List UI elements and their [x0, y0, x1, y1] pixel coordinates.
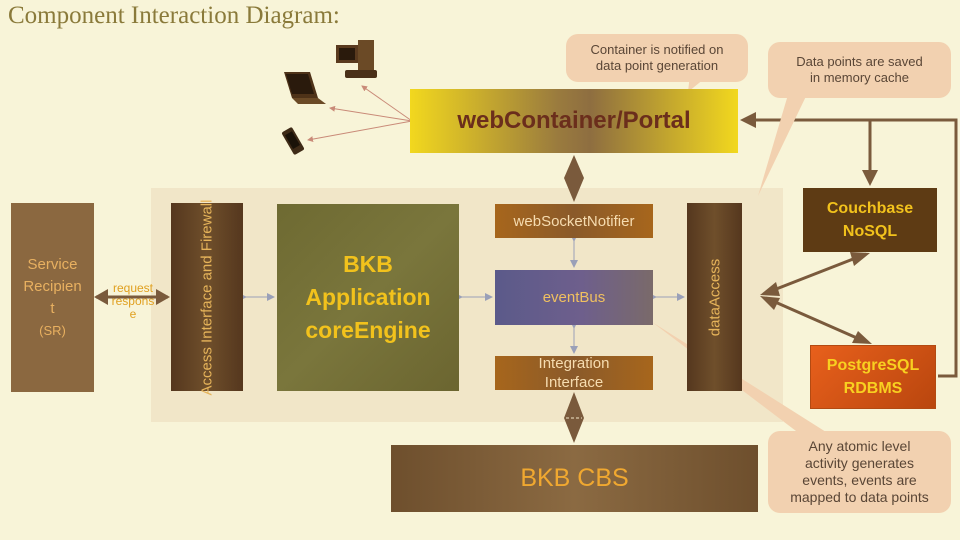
couchbase-box: Couchbase NoSQL — [803, 188, 937, 252]
core-line3: coreEngine — [305, 317, 431, 343]
sr-label-line3: t — [50, 299, 55, 317]
websocket-notifier-label: webSocketNotifier — [513, 212, 635, 230]
diagram-title: Component Interaction Diagram: — [8, 2, 340, 29]
portal-box: webContainer/Portal — [410, 89, 738, 153]
sr-label-line1: Service — [27, 255, 78, 273]
couch-line2: NoSQL — [842, 223, 898, 240]
c2-line1: Data points are saved — [796, 54, 923, 69]
callout-atomic-events: Any atomic level activity generates even… — [768, 431, 951, 513]
portal-label: webContainer/Portal — [457, 107, 691, 134]
integration-interface-box: Integration Interface — [495, 355, 653, 391]
c3-line2: activity generates — [805, 455, 914, 471]
pg-line2: RDBMS — [843, 380, 903, 397]
websocket-notifier-box: webSocketNotifier — [495, 204, 653, 238]
cbs-box: BKB CBS — [391, 445, 758, 512]
c1-line1: Container is notified on — [590, 42, 724, 57]
application-panel — [151, 188, 783, 422]
mobile-phone-icon — [282, 127, 304, 155]
access-interface-box: Access Interface and Firewall — [171, 199, 243, 395]
access-interface-label: Access Interface and Firewall — [198, 199, 216, 395]
request-response-label: request respons e — [102, 282, 164, 321]
integ-line1: Integration — [538, 355, 610, 372]
callout-container-notified: Container is notified on data point gene… — [566, 34, 748, 82]
data-access-label: dataAccess — [706, 258, 724, 336]
req-line3: e — [129, 307, 137, 321]
service-recipient-box: Service Recipien t (SR) — [11, 203, 94, 392]
c3-line4: mapped to data points — [790, 489, 929, 505]
event-bus-box: eventBus — [495, 270, 653, 325]
event-bus-label: eventBus — [542, 289, 606, 306]
desktop-computer-icon — [336, 40, 377, 78]
core-line2: Application — [305, 284, 431, 310]
sr-label-line2: Recipien — [23, 277, 82, 295]
pg-line1: PostgreSQL — [826, 357, 920, 374]
core-line1: BKB — [343, 251, 393, 277]
sr-abbreviation: (SR) — [39, 322, 66, 338]
callout-memory-cache: Data points are saved in memory cache — [768, 42, 951, 98]
core-engine-box: BKB Application coreEngine — [277, 204, 459, 391]
req-line1: request — [112, 281, 154, 295]
laptop-icon — [284, 72, 326, 104]
c3-line3: events, events are — [802, 472, 917, 488]
couch-line1: Couchbase — [826, 200, 914, 217]
c2-line2: in memory cache — [810, 70, 909, 85]
cbs-label: BKB CBS — [520, 464, 629, 492]
postgres-box: PostgreSQL RDBMS — [810, 345, 936, 409]
data-access-box: dataAccess — [687, 203, 742, 391]
c1-line2: data point generation — [595, 58, 719, 73]
c3-line1: Any atomic level — [808, 438, 911, 454]
req-line2: respons — [111, 294, 155, 308]
integ-line2: Interface — [544, 374, 604, 391]
